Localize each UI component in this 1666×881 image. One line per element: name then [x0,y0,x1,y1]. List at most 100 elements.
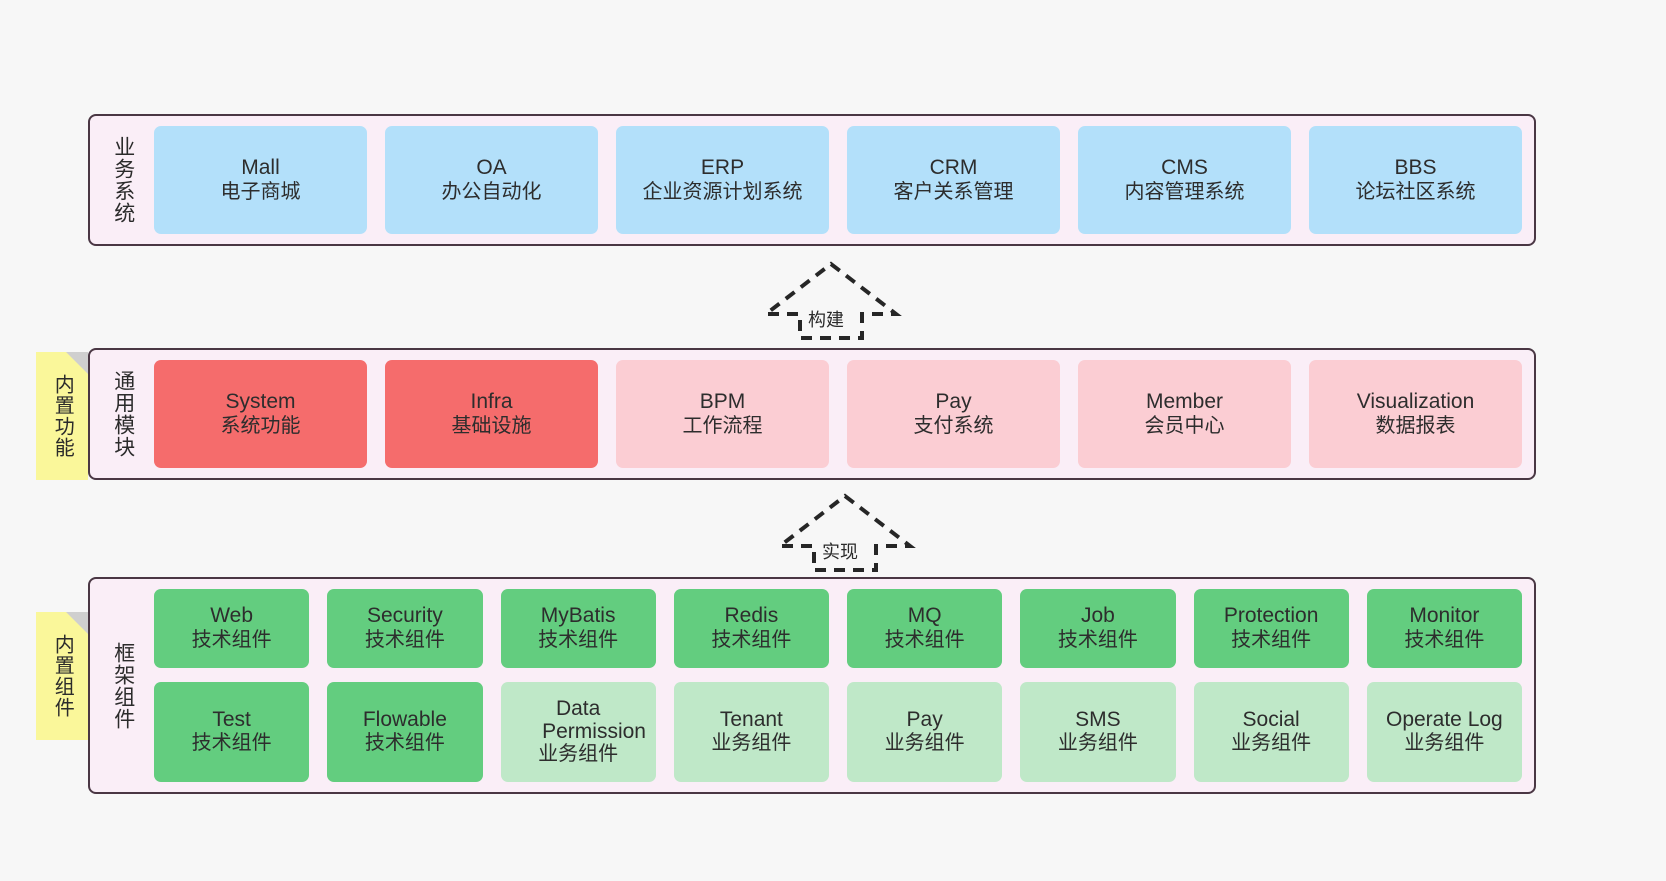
card-mall[interactable]: Mall 电子商城 [154,126,367,234]
card-subtitle: 工作流程 [682,414,763,437]
note-fold-corner [66,612,88,634]
card-title: Visualization [1356,389,1475,413]
card-social[interactable]: Social 业务组件 [1193,681,1349,783]
card-title: Monitor [1409,604,1480,628]
card-pay-module[interactable]: Pay 支付系统 [847,360,1060,468]
card-title: Job [1080,604,1115,628]
card-bbs[interactable]: BBS 论坛社区系统 [1309,126,1522,234]
layer-common-modules: 通用模块 System 系统功能 Infra 基础设施 BPM 工作流程 Pay… [88,348,1536,480]
implement-arrow-label: 实现 [822,542,858,562]
card-oa[interactable]: OA 办公自动化 [385,126,598,234]
card-title: MyBatis [540,604,616,628]
card-subtitle: 基础设施 [451,414,532,437]
card-subtitle: 客户关系管理 [893,180,1014,203]
card-operate-log[interactable]: Operate Log 业务组件 [1366,681,1522,783]
card-subtitle: 数据报表 [1375,414,1456,437]
card-title: System [225,389,296,413]
card-subtitle: 论坛社区系统 [1355,180,1476,203]
card-title: Test [212,707,251,731]
card-infra[interactable]: Infra 基础设施 [385,360,598,468]
layer-body-common-modules: System 系统功能 Infra 基础设施 BPM 工作流程 Pay 支付系统… [144,360,1522,468]
card-subtitle: 系统功能 [220,414,301,437]
card-protection[interactable]: Protection 技术组件 [1193,589,1349,668]
card-row: Mall 电子商城 OA 办公自动化 ERP 企业资源计划系统 CRM 客户关系… [154,126,1522,234]
card-title: BPM [699,389,746,413]
card-mq[interactable]: MQ 技术组件 [847,589,1003,668]
note-builtin-components: 内置组件 [36,612,88,740]
card-title: Operate Log [1385,707,1503,731]
card-subtitle: 业务组件 [538,743,619,766]
card-web[interactable]: Web 技术组件 [154,589,310,668]
card-title: Data Permission [542,697,646,744]
card-row: System 系统功能 Infra 基础设施 BPM 工作流程 Pay 支付系统… [154,360,1522,468]
card-title: Flowable [362,707,447,731]
card-title: MQ [907,604,942,628]
layer-title-framework-components: 框架组件 [111,641,135,730]
card-subtitle: 技术组件 [1404,628,1485,651]
card-row: Web 技术组件 Security 技术组件 MyBatis 技术组件 Redi… [154,589,1522,668]
card-subtitle: 业务组件 [1404,732,1485,755]
card-title: Member [1145,389,1224,413]
card-subtitle: 技术组件 [191,732,272,755]
card-subtitle: 技术组件 [364,628,445,651]
card-title: ERP [700,155,745,179]
card-tenant[interactable]: Tenant 业务组件 [673,681,829,783]
card-security[interactable]: Security 技术组件 [327,589,483,668]
layer-body-framework-components: Web 技术组件 Security 技术组件 MyBatis 技术组件 Redi… [144,589,1522,783]
card-job[interactable]: Job 技术组件 [1020,589,1176,668]
implement-arrow-icon [774,493,916,572]
card-test[interactable]: Test 技术组件 [154,681,310,783]
card-subtitle: 技术组件 [711,628,792,651]
card-member[interactable]: Member 会员中心 [1078,360,1291,468]
card-title: CMS [1161,155,1208,179]
note-label: 内置功能 [51,374,74,458]
note-builtin-features: 内置功能 [36,352,88,480]
card-title: Protection [1223,604,1319,628]
card-sms[interactable]: SMS 业务组件 [1020,681,1176,783]
layer-body-business-systems: Mall 电子商城 OA 办公自动化 ERP 企业资源计划系统 CRM 客户关系… [144,126,1522,234]
card-subtitle: 技术组件 [884,628,965,651]
card-subtitle: 业务组件 [1231,732,1312,755]
card-pay-component[interactable]: Pay 业务组件 [847,681,1003,783]
card-bpm[interactable]: BPM 工作流程 [616,360,829,468]
card-title: Tenant [719,707,783,731]
card-subtitle: 会员中心 [1144,414,1225,437]
layer-title-common-modules: 通用模块 [111,370,135,458]
card-title: Web [210,604,254,628]
card-title: BBS [1394,155,1437,179]
card-monitor[interactable]: Monitor 技术组件 [1366,589,1522,668]
card-system[interactable]: System 系统功能 [154,360,367,468]
build-arrow-label: 构建 [808,310,844,330]
implement-arrow: 实现 [770,490,920,576]
card-redis[interactable]: Redis 技术组件 [673,589,829,668]
card-title: Social [1242,707,1300,731]
build-arrow-icon [760,261,902,340]
card-subtitle: 内容管理系统 [1124,180,1245,203]
card-title: Redis [724,604,779,628]
card-subtitle: 办公自动化 [441,180,542,203]
card-visualization[interactable]: Visualization 数据报表 [1309,360,1522,468]
card-erp[interactable]: ERP 企业资源计划系统 [616,126,829,234]
card-subtitle: 业务组件 [711,732,792,755]
layer-business-systems: 业务系统 Mall 电子商城 OA 办公自动化 ERP 企业资源计划系统 CRM… [88,114,1536,246]
card-subtitle: 业务组件 [884,732,965,755]
card-subtitle: 技术组件 [1057,628,1138,651]
card-subtitle: 技术组件 [1231,628,1312,651]
layer-framework-components: 框架组件 Web 技术组件 Security 技术组件 MyBatis 技术组件… [88,577,1536,794]
card-subtitle: 业务组件 [1057,732,1138,755]
card-title: CRM [929,155,978,179]
card-data-permission[interactable]: Data Permission 业务组件 [500,681,656,783]
layer-title-business-systems: 业务系统 [111,136,135,224]
card-subtitle: 技术组件 [364,732,445,755]
card-mybatis[interactable]: MyBatis 技术组件 [500,589,656,668]
card-title: Mall [241,155,280,179]
card-title: Pay [906,707,943,731]
note-fold-corner [66,352,88,374]
card-cms[interactable]: CMS 内容管理系统 [1078,126,1291,234]
card-subtitle: 电子商城 [220,180,301,203]
build-arrow: 构建 [756,258,906,344]
card-subtitle: 支付系统 [913,414,994,437]
card-flowable[interactable]: Flowable 技术组件 [327,681,483,783]
card-crm[interactable]: CRM 客户关系管理 [847,126,1060,234]
